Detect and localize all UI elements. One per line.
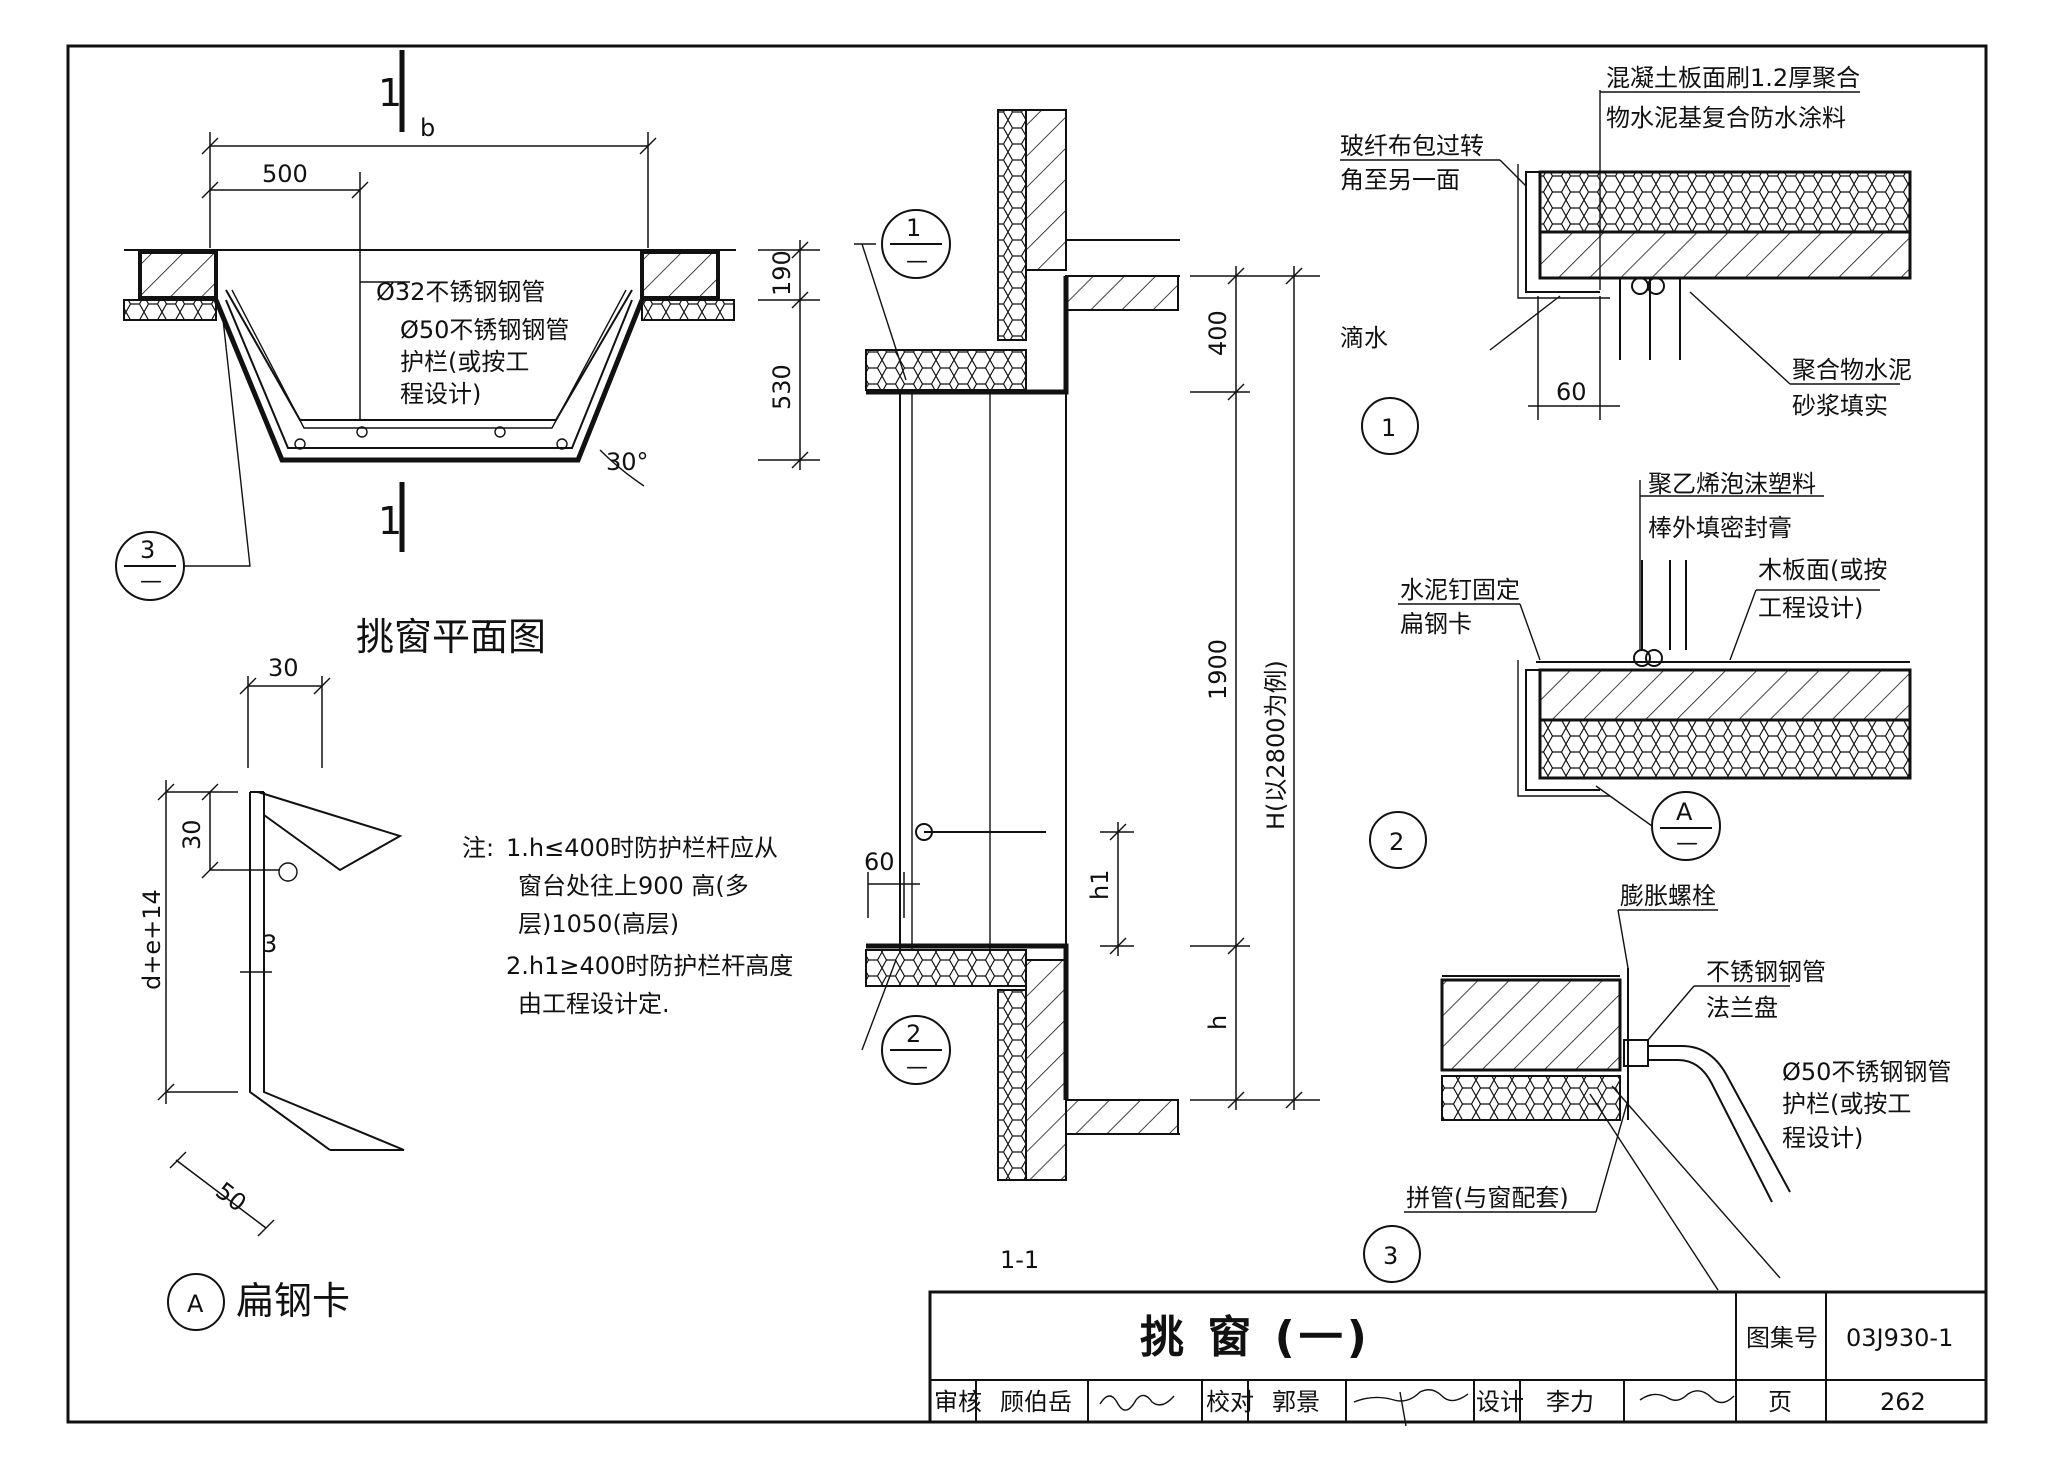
section-mark-top: 1 — [378, 71, 402, 115]
dim-190: 190 — [768, 250, 796, 296]
review-signature — [1099, 1394, 1175, 1411]
detail-2-tag: 2 — [1389, 828, 1404, 856]
callout-1-circle — [881, 209, 951, 279]
angle-30: 30° — [606, 448, 649, 476]
detail3-label-bolt: 膨胀螺栓 — [1620, 882, 1716, 910]
dimA-50: 50 — [210, 1177, 251, 1218]
detail1-label-top2: 物水泥基复合防水涂料 — [1606, 104, 1846, 132]
detail3-label-pipe2: 法兰盘 — [1706, 994, 1778, 1022]
detail-1-tag: 1 — [1381, 414, 1396, 442]
callout-3-number: 3 — [140, 536, 155, 564]
callout-2-circle — [881, 1015, 951, 1085]
detail3-label-rail1: Ø50不锈钢钢管 — [1782, 1058, 1951, 1086]
dim-h: h — [1204, 1015, 1232, 1030]
plan-view: 1 b 1 500 — [115, 50, 820, 659]
svg-text:—: — — [906, 1055, 928, 1080]
section-mark-bottom: 1 — [378, 499, 402, 543]
pipe50-label-2: 护栏(或按工 — [400, 348, 529, 376]
detail1-label-right1: 聚合物水泥 — [1792, 356, 1912, 384]
dim-1900: 1900 — [1204, 639, 1232, 700]
detail-1-tag-circle — [1361, 397, 1419, 455]
detail-A-title: 扁钢卡 — [236, 1279, 350, 1323]
detail-2: 聚乙烯泡沫塑料 棒外填密封膏 水泥钉固定 扁钢卡 木板面(或按 工程设计) A … — [1369, 470, 1912, 869]
dim-h1: h1 — [1086, 870, 1114, 900]
detail-A-tag: A — [187, 1290, 204, 1318]
design-name: 李力 — [1546, 1388, 1594, 1416]
callout-1-number: 1 — [906, 214, 921, 242]
page-label: 页 — [1768, 1388, 1792, 1416]
note-line-2: 窗台处往上900 高(多 — [518, 872, 749, 900]
dim-500: 500 — [262, 160, 308, 188]
detail-1: 混凝土板面刷1.2厚聚合 物水泥基复合防水涂料 玻纤布包过转 角至另一面 滴水 … — [1340, 64, 1912, 455]
detail2-label-right1: 木板面(或按 — [1758, 556, 1887, 584]
detail-3: 膨胀螺栓 不锈钢钢管 法兰盘 Ø50不锈钢钢管 护栏(或按工 程设计) 拼管(与… — [1363, 882, 1951, 1291]
note-line-1: 1.h≤400时防护栏杆应从 — [506, 834, 778, 862]
detail2-label-top1: 聚乙烯泡沫塑料 — [1648, 470, 1816, 498]
dim-400: 400 — [1204, 310, 1232, 356]
detail-A-tag-circle — [167, 1273, 225, 1331]
dim-530: 530 — [768, 364, 796, 410]
dim-b-label: b — [420, 114, 435, 142]
check-signature — [1353, 1389, 1469, 1427]
dimA-30-top: 30 — [268, 654, 299, 682]
note-line-3: 层)1050(高层) — [518, 910, 679, 938]
pipe32-label: Ø32不锈钢钢管 — [376, 278, 545, 306]
detail3-label-rail3: 程设计) — [1782, 1124, 1863, 1152]
note-line-4: 2.h1≥400时防护栏杆高度 — [506, 952, 793, 980]
detail1-label-left2: 角至另一面 — [1340, 166, 1460, 194]
dimA-30-side: 30 — [178, 819, 206, 850]
dim-H: H(以2800为例) — [1262, 660, 1290, 830]
design-signature — [1639, 1390, 1735, 1404]
svg-text:—: — — [906, 249, 928, 274]
review-label: 审核 — [934, 1388, 982, 1416]
detail-3-tag-circle — [1363, 1225, 1421, 1283]
detail-A: 30 d+e+14 30 3 50 A 扁钢卡 — [138, 654, 405, 1331]
section-1-1: 400 1900 H(以2800为例) h h1 60 1 — 2 — 1-1 — [854, 109, 1320, 1274]
detail1-label-right2: 砂浆填实 — [1792, 392, 1888, 420]
section-title: 1-1 — [1000, 1246, 1039, 1274]
callout-2-number: 2 — [906, 1020, 921, 1048]
detail3-label-pipe1: 不锈钢钢管 — [1706, 958, 1826, 986]
detail1-label-top1: 混凝土板面刷1.2厚聚合 — [1606, 64, 1860, 92]
detail1-label-drip: 滴水 — [1340, 324, 1388, 352]
detail-3-tag: 3 — [1383, 1242, 1398, 1270]
notes: 注: 1.h≤400时防护栏杆应从 窗台处往上900 高(多 层)1050(高层… — [462, 834, 793, 1018]
titleblock-title: 挑 窗 (一) — [1140, 1312, 1371, 1363]
detail3-label-mull: 拼管(与窗配套) — [1406, 1184, 1569, 1212]
detail2-label-left2: 扁钢卡 — [1400, 610, 1472, 638]
dimA-3: 3 — [262, 930, 277, 958]
detail1-dim-60: 60 — [1556, 378, 1587, 406]
atlas-number: 03J930-1 — [1846, 1324, 1953, 1352]
detail3-label-rail2: 护栏(或按工 — [1782, 1090, 1911, 1118]
svg-text:—: — — [1676, 831, 1698, 856]
dim-60: 60 — [864, 848, 895, 876]
pipe50-label-3: 程设计) — [400, 380, 481, 408]
detail1-label-left1: 玻纤布包过转 — [1340, 132, 1484, 160]
detail-2-tag-circle — [1369, 811, 1427, 869]
design-label: 设计 — [1476, 1388, 1524, 1416]
detail2-label-left1: 水泥钉固定 — [1400, 576, 1520, 604]
page-number: 262 — [1880, 1388, 1926, 1416]
svg-text:—: — — [140, 569, 162, 594]
check-name: 郭景 — [1272, 1388, 1320, 1416]
note-line-5: 由工程设计定. — [518, 990, 670, 1018]
plan-title: 挑窗平面图 — [356, 615, 546, 659]
notes-prefix: 注: — [462, 834, 494, 862]
detail2-label-right2: 工程设计) — [1758, 594, 1863, 622]
title-block: 挑 窗 (一) 图集号 03J930-1 审核 顾伯岳 校对 郭景 设计 李力 … — [928, 1290, 1988, 1427]
callout-A-tag: A — [1676, 798, 1693, 826]
detail2-label-top2: 棒外填密封膏 — [1648, 514, 1792, 542]
atlas-label: 图集号 — [1746, 1324, 1818, 1352]
check-label: 校对 — [1206, 1388, 1254, 1416]
dimA-d-e-14: d+e+14 — [138, 889, 166, 990]
pipe50-label-1: Ø50不锈钢钢管 — [400, 316, 569, 344]
review-name: 顾伯岳 — [1000, 1388, 1072, 1416]
